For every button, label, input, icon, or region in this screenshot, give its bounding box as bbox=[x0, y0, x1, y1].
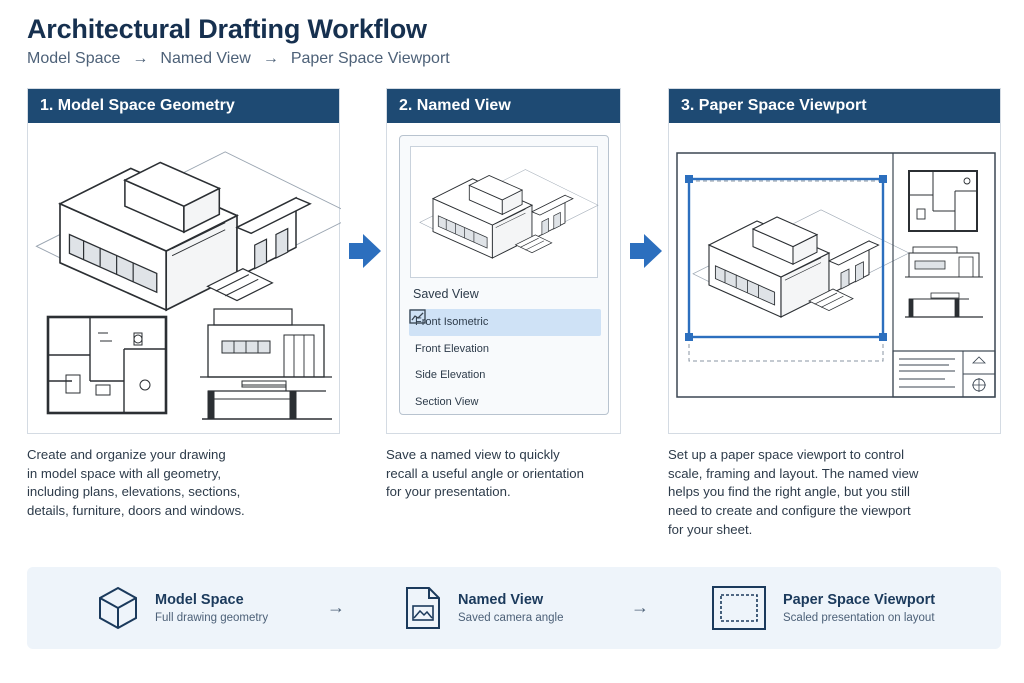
mini-elevation bbox=[905, 246, 983, 278]
arrow-right-icon: → bbox=[262, 50, 279, 67]
model-space-panel: 1. Model Space Geometry bbox=[27, 88, 341, 435]
paper-space-description: Set up a paper space viewport to control… bbox=[668, 447, 919, 537]
summary-item-named-view: Named View Saved camera angle bbox=[404, 567, 563, 649]
model-space-drawings bbox=[28, 123, 341, 435]
saved-view-list: Front Isometric Front Elevation Side Ele… bbox=[409, 309, 601, 415]
model-space-description: Create and organize your drawing in mode… bbox=[27, 447, 245, 519]
panel-heading: 1. Model Space Geometry bbox=[28, 89, 339, 123]
front-elevation-drawing bbox=[200, 308, 332, 378]
named-view-panel: 2. Named View Saved View Front Isometric… bbox=[386, 88, 621, 434]
breadcrumb-step: Model Space bbox=[27, 50, 121, 67]
summary-band: Model Space Full drawing geometry → Name… bbox=[27, 567, 1001, 649]
arrow-right-icon: → bbox=[327, 597, 345, 617]
workflow-breadcrumb: Model Space → Named View → Paper Space V… bbox=[27, 50, 450, 68]
paper-space-sheet bbox=[676, 152, 996, 398]
panel-heading: 3. Paper Space Viewport bbox=[669, 89, 1000, 123]
saved-view-label: Saved View bbox=[413, 287, 479, 301]
viewport-frame bbox=[687, 177, 885, 339]
arrow-right-icon: → bbox=[132, 50, 149, 67]
isometric-house-drawing bbox=[35, 151, 341, 311]
mini-floor-plan bbox=[908, 170, 978, 232]
floor-plan-drawing bbox=[46, 315, 168, 415]
named-view-description: Save a named view to quickly recall a us… bbox=[386, 447, 584, 500]
saved-view-item-section-view[interactable]: Section View bbox=[409, 309, 601, 416]
named-view-dialog bbox=[399, 135, 609, 415]
grip-handle bbox=[879, 175, 887, 183]
saved-view-item-front-isometric[interactable]: Front Isometric bbox=[409, 309, 601, 336]
breadcrumb-step: Paper Space Viewport bbox=[290, 50, 450, 67]
summary-item-paper-space-viewport: Paper Space Viewport Scaled presentation… bbox=[711, 567, 935, 649]
grip-handle bbox=[685, 333, 693, 341]
model-space-illustration bbox=[35, 151, 341, 420]
flow-arrow-icon bbox=[349, 234, 381, 268]
section-drawing bbox=[202, 380, 332, 420]
image-file-icon bbox=[406, 587, 440, 629]
grip-handle bbox=[685, 175, 693, 183]
saved-view-item-side-elevation[interactable]: Side Elevation bbox=[409, 309, 601, 389]
breadcrumb-step: Named View bbox=[160, 50, 251, 67]
mini-section bbox=[905, 292, 983, 318]
view-preview bbox=[410, 146, 599, 278]
title-block bbox=[892, 350, 996, 398]
saved-view-item-front-elevation[interactable]: Front Elevation bbox=[409, 309, 601, 363]
cube-icon bbox=[99, 586, 137, 630]
viewport-frame-icon bbox=[712, 586, 766, 630]
arrow-right-icon: → bbox=[631, 597, 649, 617]
isometric-house-preview bbox=[419, 169, 599, 259]
panel-heading: 2. Named View bbox=[387, 89, 620, 123]
paper-space-panel: 3. Paper Space Viewport bbox=[668, 88, 1001, 434]
summary-item-model-space: Model Space Full drawing geometry bbox=[97, 567, 268, 649]
grip-handle bbox=[879, 333, 887, 341]
flow-arrow-icon bbox=[630, 234, 662, 268]
page-title: Architectural Drafting Workflow bbox=[27, 14, 427, 44]
view-icon bbox=[409, 309, 426, 324]
